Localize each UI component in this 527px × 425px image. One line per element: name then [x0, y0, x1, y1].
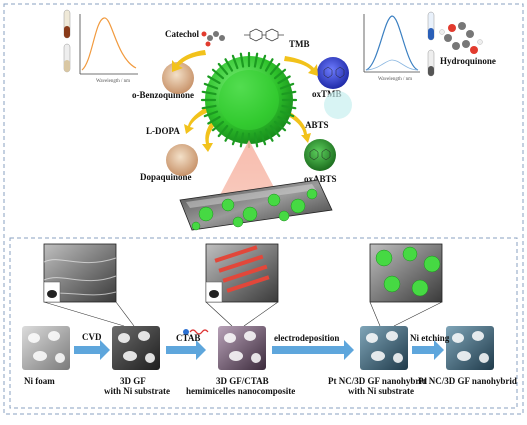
foam-pt-ni [360, 326, 408, 370]
sphere-spike [239, 132, 245, 148]
foam-ctab [218, 326, 266, 370]
label-oxabts: oxABTS [304, 174, 337, 184]
sphere-spike [217, 124, 229, 138]
bottom-frame [9, 237, 518, 409]
sphere-spike [281, 90, 297, 96]
ctab-head-icon [183, 329, 189, 335]
sphere-spike [279, 82, 295, 90]
sphere-spike [279, 110, 295, 118]
arrow-label-electrodeposition: electrodeposition [274, 333, 339, 343]
sphere-spike [264, 58, 274, 72]
left-test-tubes [63, 9, 71, 73]
sphere-spike [273, 68, 287, 80]
ctab-molecule-icon [189, 329, 209, 335]
arrow-label-ni-etching: Ni etching [410, 333, 450, 343]
right-test-tubes [427, 11, 435, 77]
sem-inset-graphene [43, 243, 117, 303]
arrow-electrodeposition [272, 340, 354, 360]
arrow-ldopa [184, 104, 214, 134]
sphere-spike [203, 82, 219, 90]
step-label-ni-foam: Ni foam [24, 376, 55, 386]
foam-3dgf [112, 326, 160, 370]
arrow-ctab [166, 340, 206, 360]
sphere-spike [253, 52, 259, 68]
dopaquinone-sphere [166, 144, 198, 176]
tmb-structure [244, 28, 284, 42]
abts-sphere [324, 91, 352, 119]
step-label-pt-ni: Pt NC/3D GF nanohybrid [328, 376, 427, 386]
sphere-spike [231, 54, 239, 70]
pt-nanocluster-sphere [200, 51, 298, 149]
sphere-spike [203, 110, 219, 118]
sphere-spike [201, 104, 217, 110]
graphene-sheet [179, 179, 333, 231]
foam-pt [446, 326, 494, 370]
label-oxtmb: oxTMB [312, 89, 342, 99]
right-spectrum-axis-label: Wavelength / nm [378, 77, 412, 82]
sphere-spike [269, 62, 281, 76]
label-catechol: Catechol [165, 29, 199, 39]
step-label-ctab-sub: hemimicelles nanocomposite [186, 386, 295, 396]
sphere-spike [269, 124, 281, 138]
foam-ni [22, 326, 70, 370]
sphere-spike [273, 120, 287, 132]
sphere-spike [224, 58, 234, 72]
step-label-pt: Pt NC/3D GF nanohybrid [418, 376, 517, 386]
step-label-ctab: 3D GF/CTAB [216, 376, 269, 386]
process-arrows [74, 340, 444, 360]
sphere-spike [207, 115, 221, 125]
catechol-structure [201, 31, 225, 47]
arrow-ni-etching [412, 340, 444, 360]
sphere-spike [224, 128, 234, 142]
oxabts-sphere [304, 139, 336, 171]
left-spectrum-curve [81, 17, 137, 71]
right-spectrum-curve [365, 15, 419, 71]
left-spectrum-inset: Wavelength / nm [79, 14, 138, 84]
arrow-catechol [172, 50, 206, 72]
label-dopaquinone: Dopaquinone [140, 172, 192, 182]
arrow-cvd [74, 340, 110, 360]
oxtmb-sphere [317, 57, 349, 89]
sem-inset-ctab [205, 243, 279, 303]
sphere-spike [217, 62, 229, 76]
sphere-spike [281, 104, 297, 110]
sphere-spike [264, 128, 274, 142]
label-l-dopa: L-DOPA [146, 126, 180, 136]
outer-frame [3, 3, 524, 415]
sphere-spike [231, 130, 239, 146]
step-label-3dgf: 3D GF [120, 376, 146, 386]
hydroquinone-label: Hydroquinone [440, 56, 496, 66]
arrow-abts [288, 112, 311, 143]
sphere-spike [277, 115, 291, 125]
sphere-spike [211, 68, 225, 80]
sphere-spike [253, 132, 259, 148]
sphere-spike [207, 75, 221, 85]
sphere-spike [259, 130, 267, 146]
sphere-spike [239, 52, 245, 68]
sphere-spike [259, 54, 267, 70]
arrow-tmb [284, 56, 318, 76]
right-spectrum-inset: Wavelength / nm [363, 14, 420, 82]
step-label-pt-ni-sub: with Ni substrate [348, 386, 414, 396]
sphere-spike [277, 75, 291, 85]
left-spectrum-axis-label: Wavelength / nm [96, 79, 130, 84]
label-o-benzoquinone: o-Benzoquinone [132, 90, 194, 100]
o-benzoquinone-sphere [162, 62, 194, 94]
sem-inset-pt [369, 243, 443, 303]
label-abts: ABTS [305, 120, 329, 130]
hydroquinone-molecule [439, 22, 483, 54]
arrow-label-cvd: CVD [82, 332, 102, 342]
label-tmb: TMB [289, 39, 310, 49]
step-label-3dgf-sub: with Ni substrate [104, 386, 170, 396]
sphere-spike [201, 90, 217, 96]
arrow-label-ctab: CTAB [176, 333, 200, 343]
sphere-spike [211, 120, 225, 132]
